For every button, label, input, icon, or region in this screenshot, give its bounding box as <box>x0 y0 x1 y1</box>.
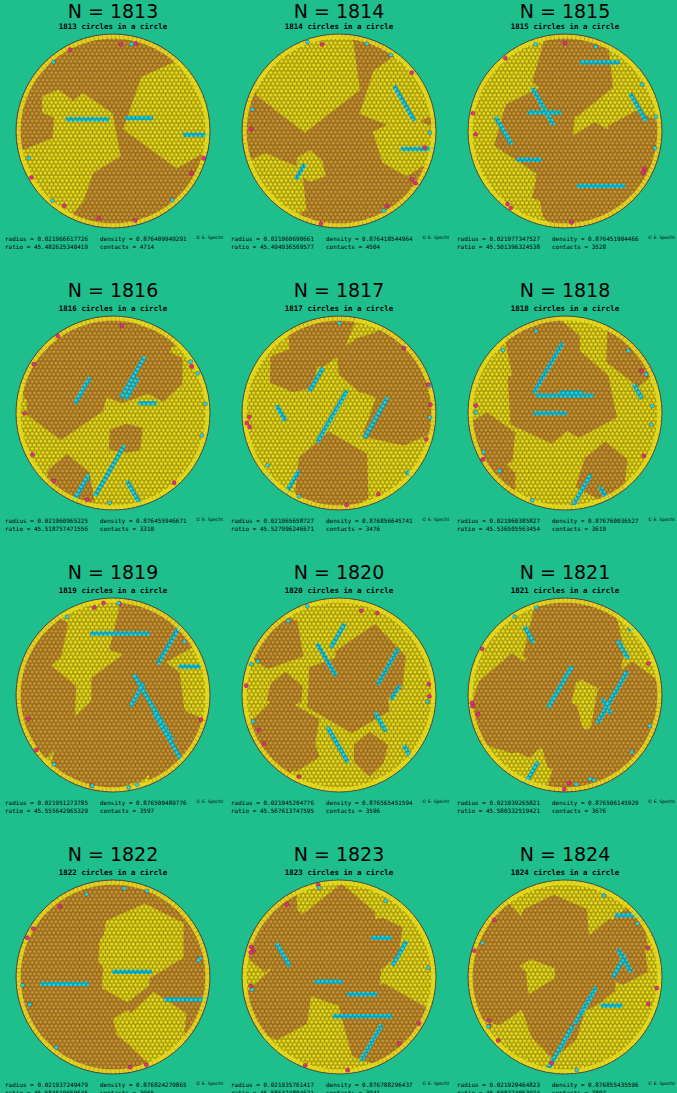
packing-disc <box>225 17 443 232</box>
watermark: © E. Specht <box>422 799 449 804</box>
ratio-value: ratio = 45.501396324538 <box>457 243 540 250</box>
watermark: © E. Specht <box>648 1081 675 1086</box>
watermark: © E. Specht <box>648 235 675 240</box>
contacts-value: contacts = 3897 <box>552 1089 606 1093</box>
panel-subtitle: 1824 circles in a circle <box>511 868 619 877</box>
radius-value: radius = 0.021935761417 <box>231 1081 314 1088</box>
panel-title: N = 1824 <box>520 843 611 865</box>
radius-value: radius = 0.021960385827 <box>457 517 540 524</box>
panel-subtitle: 1822 circles in a circle <box>59 868 167 877</box>
packing-disc <box>16 880 217 1074</box>
contacts-value: contacts = 3476 <box>326 525 380 532</box>
watermark: © E. Specht <box>196 1081 223 1086</box>
panel-title: N = 1816 <box>68 279 159 301</box>
radius-value: radius = 0.021977347527 <box>457 235 540 242</box>
ratio-value: ratio = 45.584519659645 <box>5 1089 88 1093</box>
packing-disc <box>457 295 677 517</box>
watermark: © E. Specht <box>422 235 449 240</box>
panel-subtitle: 1821 circles in a circle <box>511 586 619 595</box>
ratio-value: ratio = 45.580332519421 <box>457 807 540 814</box>
packing-disc <box>0 572 233 808</box>
radius-value: radius = 0.021929464823 <box>457 1081 540 1088</box>
watermark: © E. Specht <box>196 235 223 240</box>
contacts-value: contacts = 3528 <box>552 243 606 250</box>
density-value: density = 0.876506145929 <box>552 799 639 806</box>
ratio-value: ratio = 45.518757471556 <box>5 525 88 532</box>
radius-value: radius = 0.021960690661 <box>231 235 314 242</box>
contacts-value: contacts = 3619 <box>552 525 606 532</box>
panel-title: N = 1817 <box>294 279 385 301</box>
panel-title: N = 1814 <box>294 0 385 22</box>
density-value: density = 0.876500489776 <box>100 799 187 806</box>
density-value: density = 0.876418544964 <box>326 235 413 242</box>
panel-subtitle: 1813 circles in a circle <box>59 22 167 31</box>
watermark: © E. Specht <box>648 799 675 804</box>
watermark: © E. Specht <box>648 517 675 522</box>
density-value: density = 0.876455946671 <box>100 517 187 524</box>
panel-subtitle: 1814 circles in a circle <box>285 22 393 31</box>
ratio-value: ratio = 45.555642965329 <box>5 807 88 814</box>
ratio-value: ratio = 45.494936569577 <box>231 243 314 250</box>
density-value: density = 0.876855435596 <box>552 1081 639 1088</box>
panel-subtitle: 1819 circles in a circle <box>59 586 167 595</box>
radius-value: radius = 0.021965658727 <box>231 517 314 524</box>
panel-title: N = 1818 <box>520 279 611 301</box>
watermark: © E. Specht <box>196 799 223 804</box>
density-value: density = 0.876565451594 <box>326 799 413 806</box>
contacts-value: contacts = 3597 <box>100 807 154 814</box>
radius-value: radius = 0.021939265821 <box>457 799 540 806</box>
watermark: © E. Specht <box>422 1081 449 1086</box>
density-value: density = 0.876760036527 <box>552 517 639 524</box>
radius-value: radius = 0.021937249479 <box>5 1081 88 1088</box>
packing-disc <box>242 305 445 527</box>
density-value: density = 0.876856645741 <box>326 517 413 524</box>
contacts-value: contacts = 3310 <box>100 525 154 532</box>
packing-disc <box>438 880 662 1074</box>
packing-disc <box>0 34 232 240</box>
packing-disc <box>230 875 438 1074</box>
contacts-value: contacts = 4504 <box>326 243 380 250</box>
ratio-value: ratio = 45.600774053974 <box>457 1089 540 1093</box>
radius-value: radius = 0.021966617726 <box>5 235 88 242</box>
watermark: © E. Specht <box>196 517 223 522</box>
density-value: density = 0.876824270865 <box>100 1081 187 1088</box>
packing-disc <box>16 302 210 526</box>
panel-title: N = 1820 <box>294 561 385 583</box>
ratio-value: ratio = 45.586474894621 <box>231 1089 314 1093</box>
panel-subtitle: 1816 circles in a circle <box>59 304 167 313</box>
panel-title: N = 1819 <box>68 561 159 583</box>
ratio-value: ratio = 45.536505563454 <box>457 525 540 532</box>
panel-title: N = 1822 <box>68 843 159 865</box>
watermark: © E. Specht <box>422 517 449 522</box>
density-value: density = 0.876451904466 <box>552 235 639 242</box>
packing-disc <box>238 598 436 796</box>
contacts-value: contacts = 3596 <box>326 807 380 814</box>
panel-title: N = 1821 <box>520 561 611 583</box>
density-value: density = 0.876409949291 <box>100 235 187 242</box>
ratio-value: ratio = 45.482625340419 <box>5 243 88 250</box>
density-value: density = 0.876788296437 <box>326 1081 413 1088</box>
contacts-value: contacts = 4714 <box>100 243 154 250</box>
panel-title: N = 1813 <box>68 0 159 22</box>
contacts-value: contacts = 3965 <box>100 1089 154 1093</box>
ratio-value: ratio = 45.527996246671 <box>231 525 314 532</box>
panel-subtitle: 1823 circles in a circle <box>285 868 393 877</box>
packing-disc <box>461 578 668 822</box>
radius-value: radius = 0.021960965225 <box>5 517 88 524</box>
panel-title: N = 1815 <box>520 0 611 22</box>
panel-subtitle: 1820 circles in a circle <box>285 586 393 595</box>
contacts-value: contacts = 3676 <box>552 807 606 814</box>
radius-value: radius = 0.021945204776 <box>231 799 314 806</box>
radius-value: radius = 0.021951273785 <box>5 799 88 806</box>
contacts-value: contacts = 3941 <box>326 1089 380 1093</box>
panel-subtitle: 1815 circles in a circle <box>511 22 619 31</box>
ratio-value: ratio = 45.567613747595 <box>231 807 314 814</box>
packing-disc <box>468 21 673 247</box>
panel-title: N = 1823 <box>294 843 385 865</box>
panel-subtitle: 1818 circles in a circle <box>511 304 619 313</box>
panel-subtitle: 1817 circles in a circle <box>285 304 393 313</box>
